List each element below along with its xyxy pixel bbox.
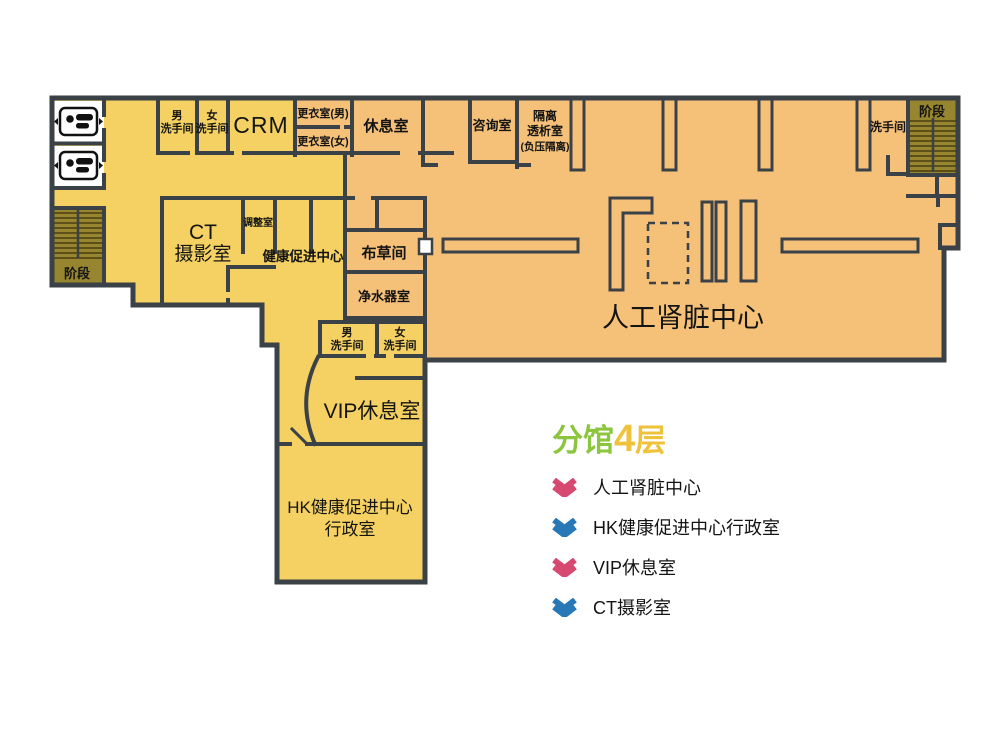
ct-label-1: CT [189, 221, 217, 244]
womens-restroom-top-label-1: 女 [207, 108, 218, 122]
hk-admin-label-1: HK健康促进中心 [287, 498, 413, 517]
legend-item: 人工肾脏中心 [552, 474, 882, 500]
womens-restroom-top-label-2: 洗手间 [196, 121, 229, 135]
womens-restroom-vip-label-1: 女 [395, 325, 406, 339]
womens-restroom-vip-label-2: 洗手间 [384, 338, 417, 352]
double-chevron-down-icon [552, 597, 577, 617]
stairs-left-walls [50, 206, 106, 285]
curtain-cubicle [646, 221, 690, 285]
top-right-details [886, 155, 960, 250]
mens-restroom-top-label-2: 洗手间 [161, 121, 194, 135]
door-marker [417, 237, 434, 256]
double-chevron-down-icon [552, 517, 577, 537]
hk-door-swing [289, 426, 310, 447]
vip-toilet-walls [318, 320, 427, 358]
room-labels: 男 洗手间 女 洗手间 CRM 更衣室(男) 更衣室(女) 休息室 咨询室 隔离… [161, 106, 907, 539]
changing-female-label: 更衣室(女) [297, 134, 349, 148]
legend-item-label: CT摄影室 [593, 598, 671, 618]
vip-lounge-label: VIP休息室 [324, 400, 421, 423]
legend-title-suffix: 层 [635, 423, 667, 458]
legend-title-prefix: 分馆 [552, 423, 614, 458]
bar-1 [700, 200, 714, 283]
adjustment-label: 调整室 [243, 216, 273, 229]
hk-admin-label-2: 行政室 [325, 520, 376, 539]
stairs-top-right-walls [906, 96, 960, 177]
health-promotion-label: 健康促进中心 [263, 248, 344, 264]
mens-restroom-top-label-1: 男 [172, 109, 183, 122]
zone-fills [52, 98, 958, 582]
legend: 分馆4层 人工肾脏中心 HK健康促进中心行政室 VIP休息室 [552, 420, 882, 620]
vip-arc-wall [304, 354, 321, 447]
orange-zone [295, 98, 958, 360]
linen-column-walls [343, 153, 427, 362]
stairs-top-right-label: 阶段 [919, 104, 945, 119]
bed-elevator-icon [54, 106, 103, 137]
legend-item-label: VIP休息室 [593, 558, 677, 578]
linen-room-label: 布草间 [361, 244, 406, 262]
consultation-room-walls [468, 96, 531, 169]
rest-room-label: 休息室 [362, 117, 408, 135]
isolation-label-1: 隔离 [533, 108, 557, 123]
kidney-center-furniture [441, 196, 920, 292]
legend-item-label: 人工肾脏中心 [593, 478, 701, 498]
bar-2 [714, 200, 728, 283]
double-chevron-down-icon [552, 477, 577, 497]
mens-restroom-vip-label-1: 男 [342, 326, 353, 339]
stairs-left: 阶段 [50, 206, 106, 285]
elevator-walls [50, 96, 106, 190]
consultation-label: 咨询室 [472, 118, 511, 133]
legend-title-number: 4 [614, 418, 636, 460]
mens-restroom-vip-label-2: 洗手间 [331, 338, 364, 352]
elevators [50, 96, 106, 190]
legend-item: HK健康促进中心行政室 [552, 514, 882, 540]
stairs-left-label: 阶段 [64, 266, 90, 281]
legend-item: VIP休息室 [552, 554, 882, 580]
bed-elevator-icon [54, 150, 103, 181]
restroom-top-right-label: 洗手间 [870, 119, 906, 134]
outer-wall [49, 95, 961, 585]
hall-top-wall [160, 196, 427, 254]
isolation-label-2: 透析室 [527, 123, 563, 138]
legend-title: 分馆4层 [552, 420, 882, 458]
bar-3 [739, 199, 758, 283]
pillar-partitions [569, 96, 872, 172]
isolation-label-3: (负压隔离) [521, 140, 570, 153]
counter-left [441, 237, 580, 254]
changing-male-label: 更衣室(男) [297, 106, 349, 120]
ct-room-walls [160, 196, 276, 307]
stairs-top-right: 阶段 [906, 96, 960, 177]
crm-label: CRM [233, 112, 288, 138]
counter-right [780, 237, 920, 254]
water-purifier-label: 净水器室 [358, 289, 410, 304]
ct-label-2: 摄影室 [174, 243, 231, 265]
interior-walls [156, 96, 960, 447]
double-chevron-down-icon [552, 557, 577, 577]
l-shaped-counter [608, 196, 654, 292]
yellow-zone [52, 98, 425, 582]
kidney-center-label: 人工肾脏中心 [602, 303, 764, 333]
legend-items: 人工肾脏中心 HK健康促进中心行政室 VIP休息室 CT摄影室 [552, 474, 882, 620]
legend-item: CT摄影室 [552, 594, 882, 620]
legend-item-label: HK健康促进中心行政室 [593, 518, 781, 538]
top-strip-bottom-wall [156, 151, 454, 167]
